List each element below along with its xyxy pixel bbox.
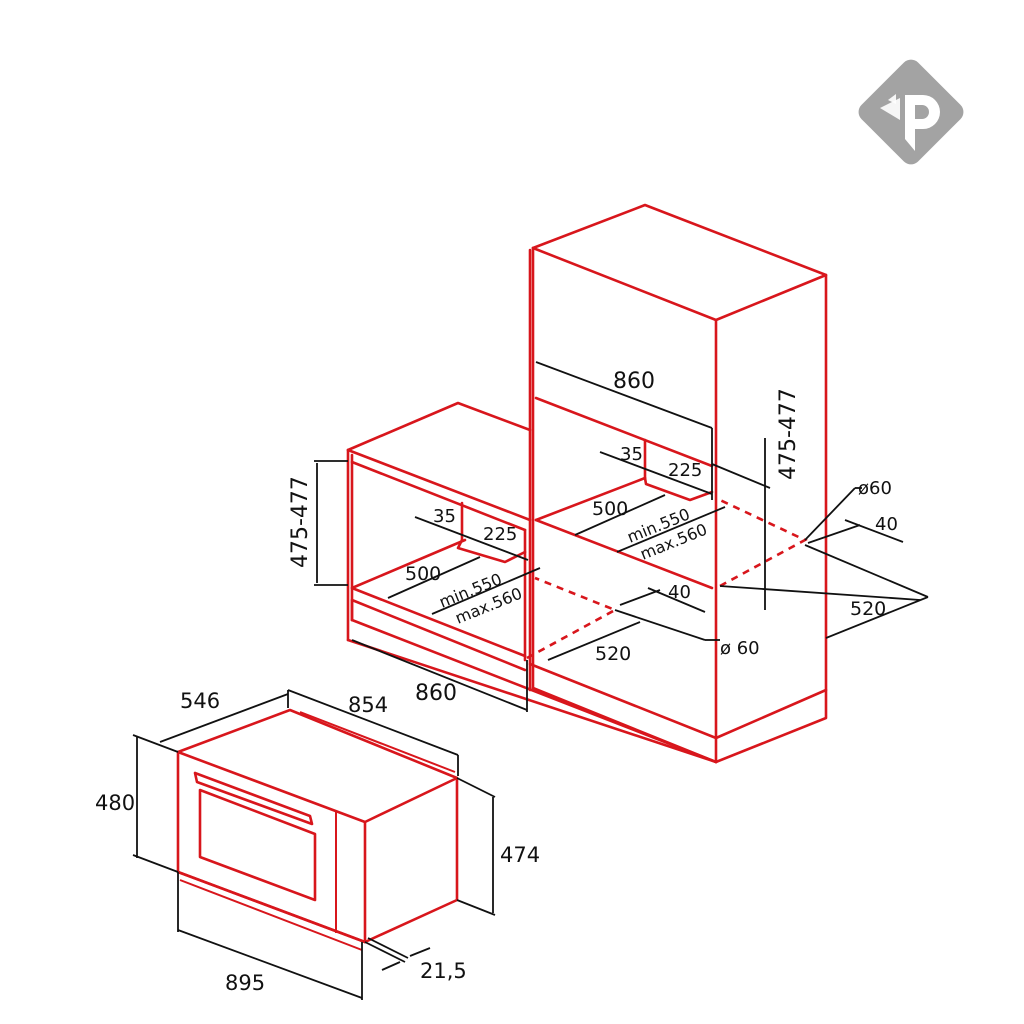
oven-front-width-label: 895 xyxy=(225,971,265,995)
upper-niche-height-label: 475-477 xyxy=(776,388,801,480)
lower-niche-width-label: 860 xyxy=(415,681,457,706)
lower-hole-offset-label: 40 xyxy=(668,582,691,603)
upper-vent-height-label: 35 xyxy=(620,444,643,465)
low-cabinet-outline xyxy=(346,401,808,764)
upper-depth-inner-label: 500 xyxy=(592,498,628,520)
tall-cabinet-outline xyxy=(528,203,828,764)
upper-vent-width-label: 225 xyxy=(668,460,702,481)
oven-depth-label: 546 xyxy=(180,689,220,713)
oven-dimension-lines xyxy=(132,689,496,1000)
lower-hole-depth-label: 520 xyxy=(595,643,631,665)
oven-body-height-label: 474 xyxy=(500,843,540,867)
upper-hole-diameter-label: ø60 xyxy=(858,478,892,499)
oven-front-thickness-label: 21,5 xyxy=(420,959,467,983)
lower-vent-height-label: 35 xyxy=(433,506,456,527)
upper-niche-width-label: 860 xyxy=(613,369,655,394)
oven-outline xyxy=(176,708,459,951)
lower-niche-height-label: 475-477 xyxy=(288,476,313,568)
lower-hole-diameter-label: ø 60 xyxy=(720,638,760,659)
brand-p-diamond-icon xyxy=(858,59,964,165)
oven-front-height-label: 480 xyxy=(95,791,135,815)
lower-vent-width-label: 225 xyxy=(483,524,517,545)
oven-body-width-label: 854 xyxy=(348,693,388,717)
lower-dimension-lines xyxy=(314,460,720,712)
lower-depth-inner-label: 500 xyxy=(405,563,441,585)
upper-hole-offset-label: 40 xyxy=(875,514,898,535)
upper-hole-depth-label: 520 xyxy=(850,598,886,620)
upper-dimension-lines xyxy=(535,361,929,639)
